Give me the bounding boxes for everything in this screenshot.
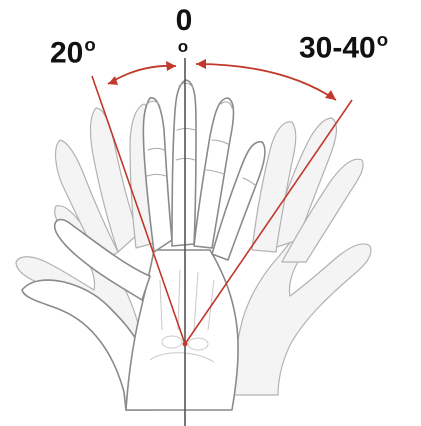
neutral-angle-label: 0 (171, 6, 197, 36)
radial-angle-value: 20 (50, 37, 83, 70)
neutral-angle-unit: o (176, 38, 190, 55)
neutral-angle-value: 0 (176, 4, 193, 37)
radial-angle-unit: o (84, 34, 95, 55)
ulnar-angle-label: 30-40o (299, 31, 388, 64)
curved-arrow-left-icon (108, 61, 176, 85)
curved-arrow-right-icon (196, 59, 336, 100)
ulnar-angle-unit: o (377, 29, 388, 50)
radial-angle-label: 20o (50, 36, 96, 69)
pivot-point (183, 342, 188, 347)
ulnar-angle-value: 30-40 (299, 32, 376, 65)
